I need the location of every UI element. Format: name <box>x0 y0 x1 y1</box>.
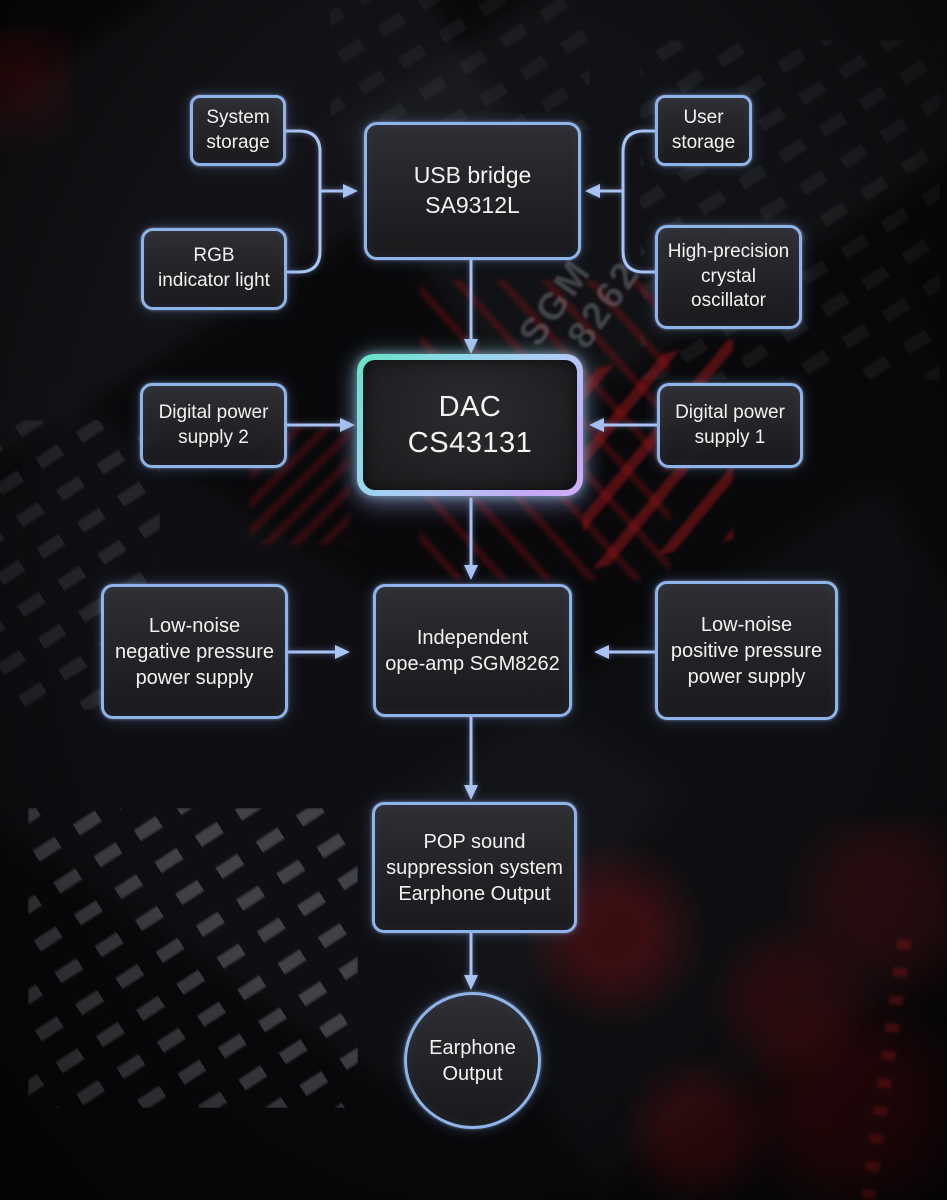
edge-system-storage-rgb-bracket <box>284 129 322 274</box>
node-dac: DAC CS43131 <box>357 354 583 496</box>
node-usb-bridge: USB bridge SA9312L <box>364 122 581 260</box>
edge-user-storage-crystal-bracket <box>621 129 658 274</box>
node-earphone-output: Earphone Output <box>404 992 541 1129</box>
node-label: DAC CS43131 <box>407 390 533 459</box>
node-label: System storage <box>206 106 270 153</box>
node-label: Low-noise negative pressure power supply <box>115 614 274 689</box>
arrowhead-icon <box>343 184 358 198</box>
node-independent-ope-amp: Independent ope-amp SGM8262 <box>373 584 572 717</box>
arrowhead-icon <box>589 418 604 432</box>
node-pop-sound-suppression: POP sound suppression system Earphone Ou… <box>372 802 577 933</box>
node-label: Earphone Output <box>429 1036 516 1085</box>
arrowhead-icon <box>585 184 600 198</box>
arrowhead-icon <box>340 418 355 432</box>
node-digital-power-supply-1: Digital power supply 1 <box>657 383 803 468</box>
arrowhead-icon <box>464 785 478 800</box>
dac-inner-panel: DAC CS43131 <box>363 360 577 490</box>
arrowhead-icon <box>464 975 478 990</box>
node-user-storage: User storage <box>655 95 752 166</box>
arrowhead-icon <box>464 339 478 354</box>
arrowhead-icon <box>335 645 350 659</box>
node-label: Independent ope-amp SGM8262 <box>385 626 560 675</box>
node-low-noise-positive-pressure-power-supply: Low-noise positive pressure power supply <box>655 581 838 720</box>
node-system-storage: System storage <box>190 95 286 166</box>
node-label: High-precision crystal oscillator <box>667 240 790 312</box>
node-digital-power-supply-2: Digital power supply 2 <box>140 383 287 468</box>
node-label: Digital power supply 1 <box>675 401 785 448</box>
node-label: POP sound suppression system Earphone Ou… <box>386 830 563 905</box>
node-label: User storage <box>671 106 736 153</box>
node-rgb-indicator-light: RGB indicator light <box>141 228 287 310</box>
arrowhead-icon <box>594 645 609 659</box>
node-label: Digital power supply 2 <box>158 401 269 448</box>
node-high-precision-crystal-oscillator: High-precision crystal oscillator <box>655 225 802 329</box>
node-label: RGB indicator light <box>158 245 270 291</box>
arrowhead-icon <box>464 565 478 580</box>
node-label: USB bridge SA9312L <box>413 162 532 218</box>
node-low-noise-negative-pressure-power-supply: Low-noise negative pressure power supply <box>101 584 288 719</box>
node-label: Low-noise positive pressure power supply <box>670 613 823 688</box>
